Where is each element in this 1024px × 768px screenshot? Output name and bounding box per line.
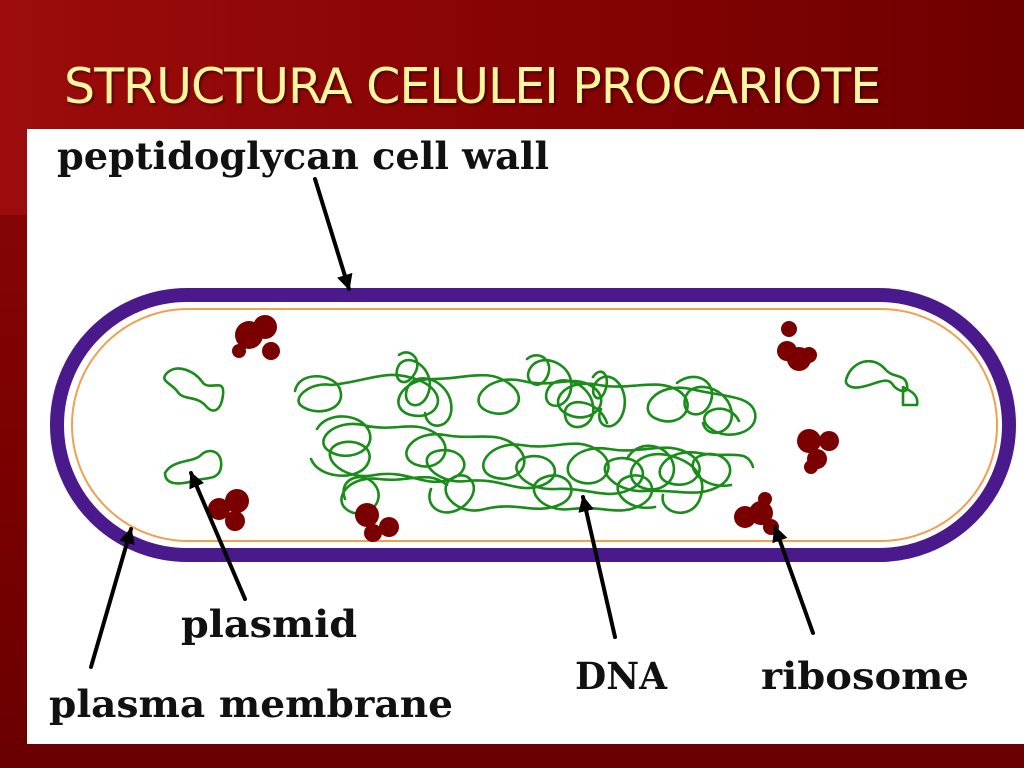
plasma-membrane [71, 308, 998, 542]
label-plasma-membrane: plasma membrane [49, 682, 453, 726]
arrow-dna [578, 495, 617, 639]
ribosome-2 [208, 489, 249, 531]
ribosome-1 [232, 315, 280, 360]
arrow-ribosome [772, 525, 815, 635]
ribosome-3 [355, 503, 399, 542]
ribosome-5 [797, 429, 839, 474]
cell-diagram: peptidoglycan cell wall plasmid plasma m… [49, 134, 1016, 726]
plasmid-top-left [163, 367, 225, 412]
plasmid-bottom-left [163, 449, 223, 485]
diagram-panel: peptidoglycan cell wall plasmid plasma m… [27, 129, 1024, 744]
cell-wall [50, 288, 1016, 562]
label-cell-wall: peptidoglycan cell wall [57, 134, 549, 178]
plasmid-right [844, 359, 919, 407]
ribosome-4 [777, 321, 817, 371]
arrow-plasmid [189, 471, 247, 601]
plasmid-group [163, 359, 919, 485]
page-title: STRUCTURA CELULEI PROCARIOTE [64, 58, 881, 115]
ribosome-group [208, 315, 839, 542]
label-ribosome: ribosome [761, 654, 969, 698]
arrow-group [89, 177, 815, 669]
arrow-plasma-membrane [89, 527, 135, 669]
arrow-cell-wall [313, 177, 353, 291]
dna-nucleoid [293, 351, 757, 515]
label-plasmid: plasmid [181, 602, 357, 646]
label-dna: DNA [575, 654, 668, 698]
ribosome-6 [734, 492, 779, 535]
